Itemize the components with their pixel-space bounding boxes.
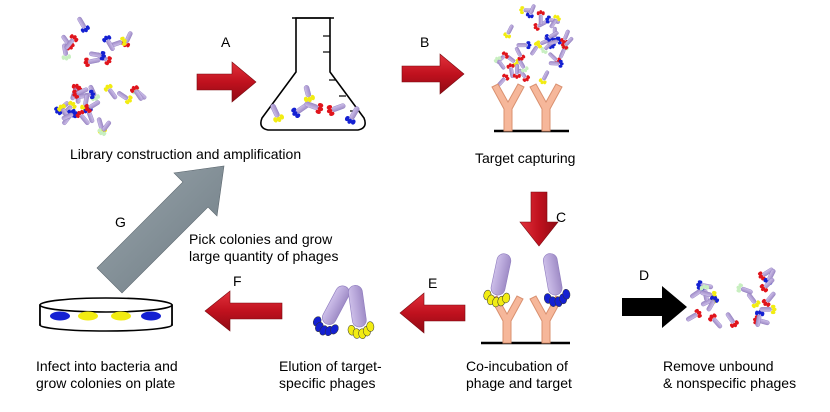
phage-icon (725, 312, 739, 328)
phage-icon (102, 35, 115, 51)
phage-icon (755, 310, 765, 327)
phage-icon (270, 103, 285, 123)
remove-label: Remove unbound & nonspecific phages (663, 358, 796, 392)
coincubation-line1: Co-incubation of (466, 358, 568, 374)
phage-icon (303, 85, 315, 103)
phage-icon (736, 283, 753, 295)
target-capturing-label: Target capturing (475, 150, 576, 166)
elution-line1: Elution of target- (279, 358, 382, 374)
phage-icon (538, 70, 550, 85)
capture-phage-cluster (493, 4, 574, 87)
phage-icon (84, 100, 101, 113)
antibody-icon (529, 83, 563, 132)
phage-icon (493, 56, 506, 70)
phage-icon (89, 51, 106, 61)
phage-icon (549, 14, 561, 29)
antibody-icon (491, 83, 525, 132)
flask-icon (260, 17, 366, 131)
petri-plate-icon (39, 297, 173, 332)
step-label-f: F (233, 273, 242, 289)
phage-icon (512, 63, 521, 79)
arrow-c (519, 191, 559, 247)
phage-icon (497, 73, 510, 87)
step-label-g: G (115, 214, 126, 230)
arrow-g (96, 165, 225, 294)
phage-icon (516, 41, 532, 50)
phage-icon (759, 304, 777, 315)
pick-colonies-label: Pick colonies and grow large quantity of… (189, 231, 338, 265)
phage-icon (64, 34, 79, 50)
phage-library-cluster (54, 16, 147, 137)
phage-icon (304, 101, 324, 114)
step-label-a: A (221, 34, 231, 50)
phage-icon (483, 253, 512, 308)
phage-icon (83, 57, 101, 67)
removed-phage-cluster (686, 267, 777, 329)
infect-line2: grow colonies on plate (36, 375, 176, 391)
remove-line2: & nonspecific phages (663, 375, 797, 391)
library-label: Library construction and amplification (70, 146, 302, 162)
phage-icon (536, 10, 545, 26)
phage-icon (344, 106, 360, 125)
phage-icon (312, 285, 350, 336)
phage-icon (547, 36, 563, 46)
phage-icon (759, 277, 775, 293)
phage-icon (525, 4, 536, 19)
phage-icon (97, 120, 112, 137)
phage-icon (110, 36, 127, 48)
phage-icon (503, 24, 514, 39)
phage-icon (514, 46, 526, 61)
capture-antibodies (491, 83, 569, 133)
step-label-b: B (420, 34, 429, 50)
phage-icon (542, 253, 571, 307)
phage-icon (757, 267, 774, 281)
phage-icon (560, 29, 570, 44)
phage-icon (117, 91, 133, 105)
pick-colonies-line2: large quantity of phages (189, 248, 339, 264)
arrow-d (622, 286, 687, 328)
elution-label: Elution of target- specific phages (279, 358, 382, 392)
phage-icon (130, 85, 144, 101)
phage-icon (75, 109, 90, 126)
step-label-c: C (556, 209, 566, 225)
phage-icon (544, 31, 559, 42)
phage-icon (77, 16, 90, 33)
phage-icon (686, 308, 702, 322)
phage-icon (326, 103, 346, 116)
phage-icon (347, 285, 375, 339)
phage-icon (708, 313, 723, 329)
infect-label: Infect into bacteria and grow colonies o… (36, 358, 178, 392)
coincubation-group (481, 253, 571, 345)
phage-icon (746, 292, 761, 309)
flask-phages (270, 85, 360, 125)
step-label-d: D (639, 267, 649, 283)
phage-icon (761, 291, 776, 307)
coincubation-label: Co-incubation of phage and target (466, 358, 572, 392)
phage-icon (61, 43, 71, 61)
pick-colonies-line1: Pick colonies and grow (189, 231, 333, 247)
arrow-e (399, 292, 466, 334)
phage-icon (548, 59, 564, 68)
antibody-icon (490, 295, 524, 344)
arrow-f (204, 290, 283, 332)
arrow-a (196, 61, 257, 103)
elution-line2: specific phages (279, 375, 376, 391)
phage-icon (103, 83, 118, 100)
infect-line1: Infect into bacteria and (36, 358, 178, 374)
coincubation-line2: phage and target (466, 375, 572, 391)
step-label-e: E (428, 275, 437, 291)
phage-icon (561, 36, 574, 50)
phage-icon (72, 87, 89, 99)
arrow-b (401, 53, 465, 95)
phage-icon (518, 68, 530, 82)
eluted-phages (312, 285, 375, 339)
remove-line1: Remove unbound (663, 358, 774, 374)
phage-icon (706, 295, 719, 312)
